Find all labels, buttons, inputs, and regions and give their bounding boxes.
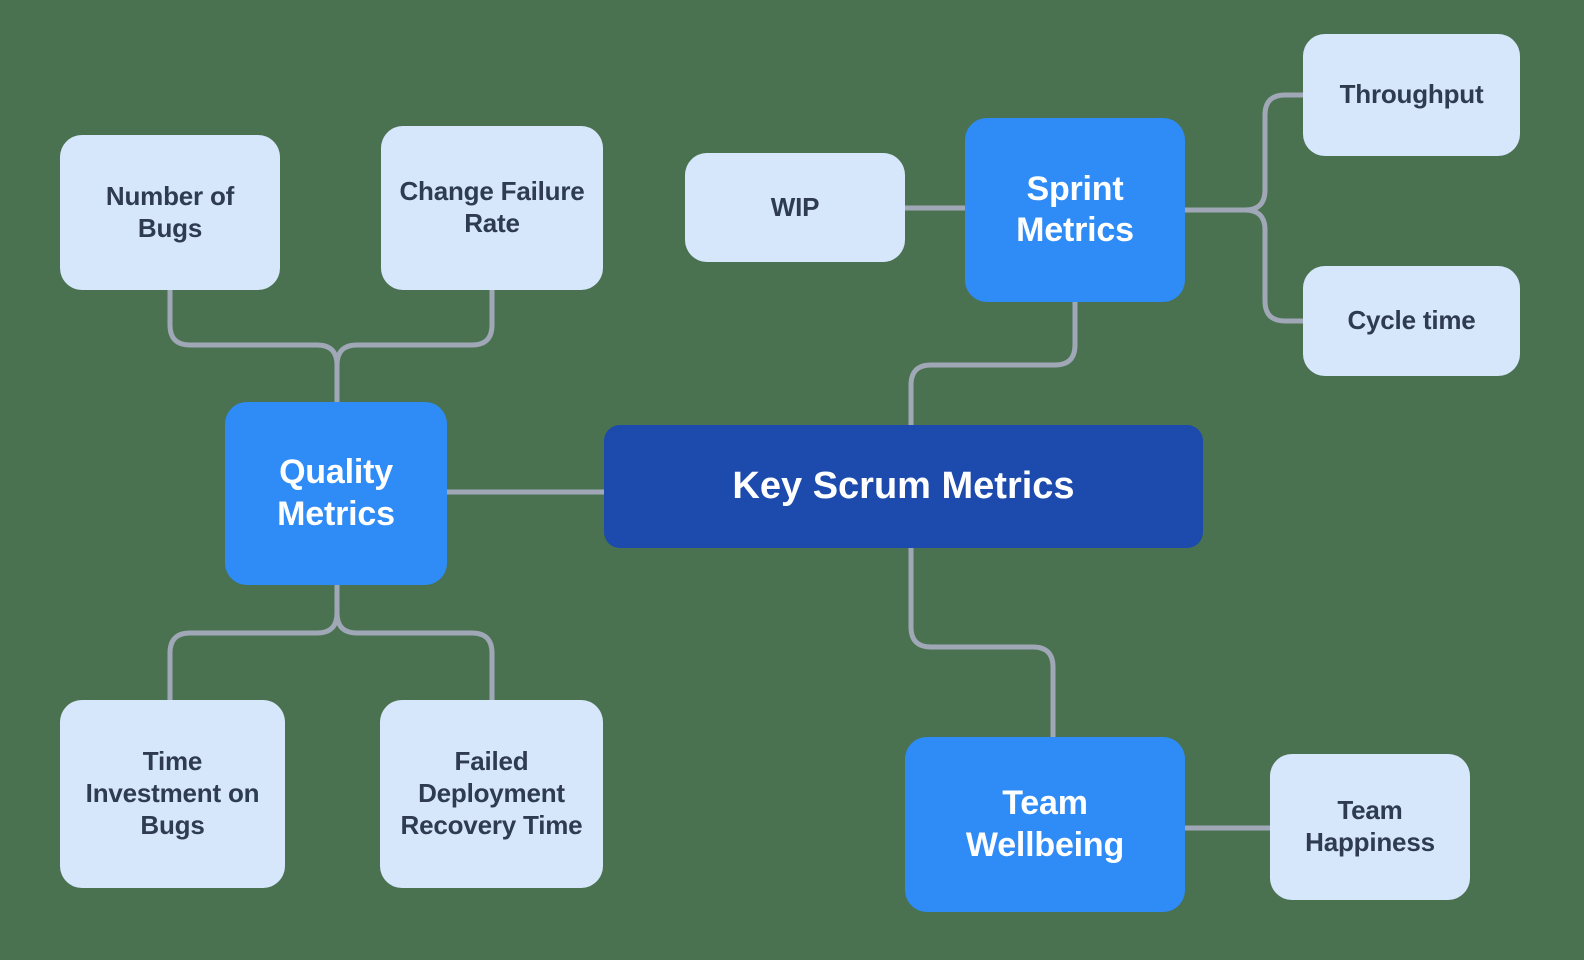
node-branch-team-wellbeing[interactable]: Team Wellbeing — [905, 737, 1185, 912]
node-leaf-wip[interactable]: WIP — [685, 153, 905, 262]
node-leaf-cycle-time[interactable]: Cycle time — [1303, 266, 1520, 376]
node-leaf-failed-deployment-recovery-time[interactable]: Failed Deployment Recovery Time — [380, 700, 603, 888]
connector-root-to-sprint — [908, 299, 1078, 428]
node-leaf-number-of-bugs[interactable]: Number of Bugs — [60, 135, 280, 290]
connector-sprint-to-throughput — [1182, 92, 1306, 213]
node-root-key-scrum-metrics[interactable]: Key Scrum Metrics — [604, 425, 1203, 548]
connector-quality-to-bugs — [167, 287, 340, 405]
node-leaf-time-investment-on-bugs[interactable]: Time Investment on Bugs — [60, 700, 285, 888]
connector-root-to-wellbeing — [908, 545, 1056, 740]
node-leaf-throughput[interactable]: Throughput — [1303, 34, 1520, 156]
node-branch-sprint-metrics[interactable]: Sprint Metrics — [965, 118, 1185, 302]
node-leaf-change-failure-rate[interactable]: Change Failure Rate — [381, 126, 603, 290]
node-branch-quality-metrics[interactable]: Quality Metrics — [225, 402, 447, 585]
connector-quality-to-cfr — [334, 287, 495, 405]
node-leaf-team-happiness[interactable]: Team Happiness — [1270, 754, 1470, 900]
connector-sprint-to-cycletime — [1182, 207, 1306, 324]
connector-quality-to-failedrec — [334, 582, 495, 703]
connector-quality-to-timeinvest — [167, 582, 340, 703]
